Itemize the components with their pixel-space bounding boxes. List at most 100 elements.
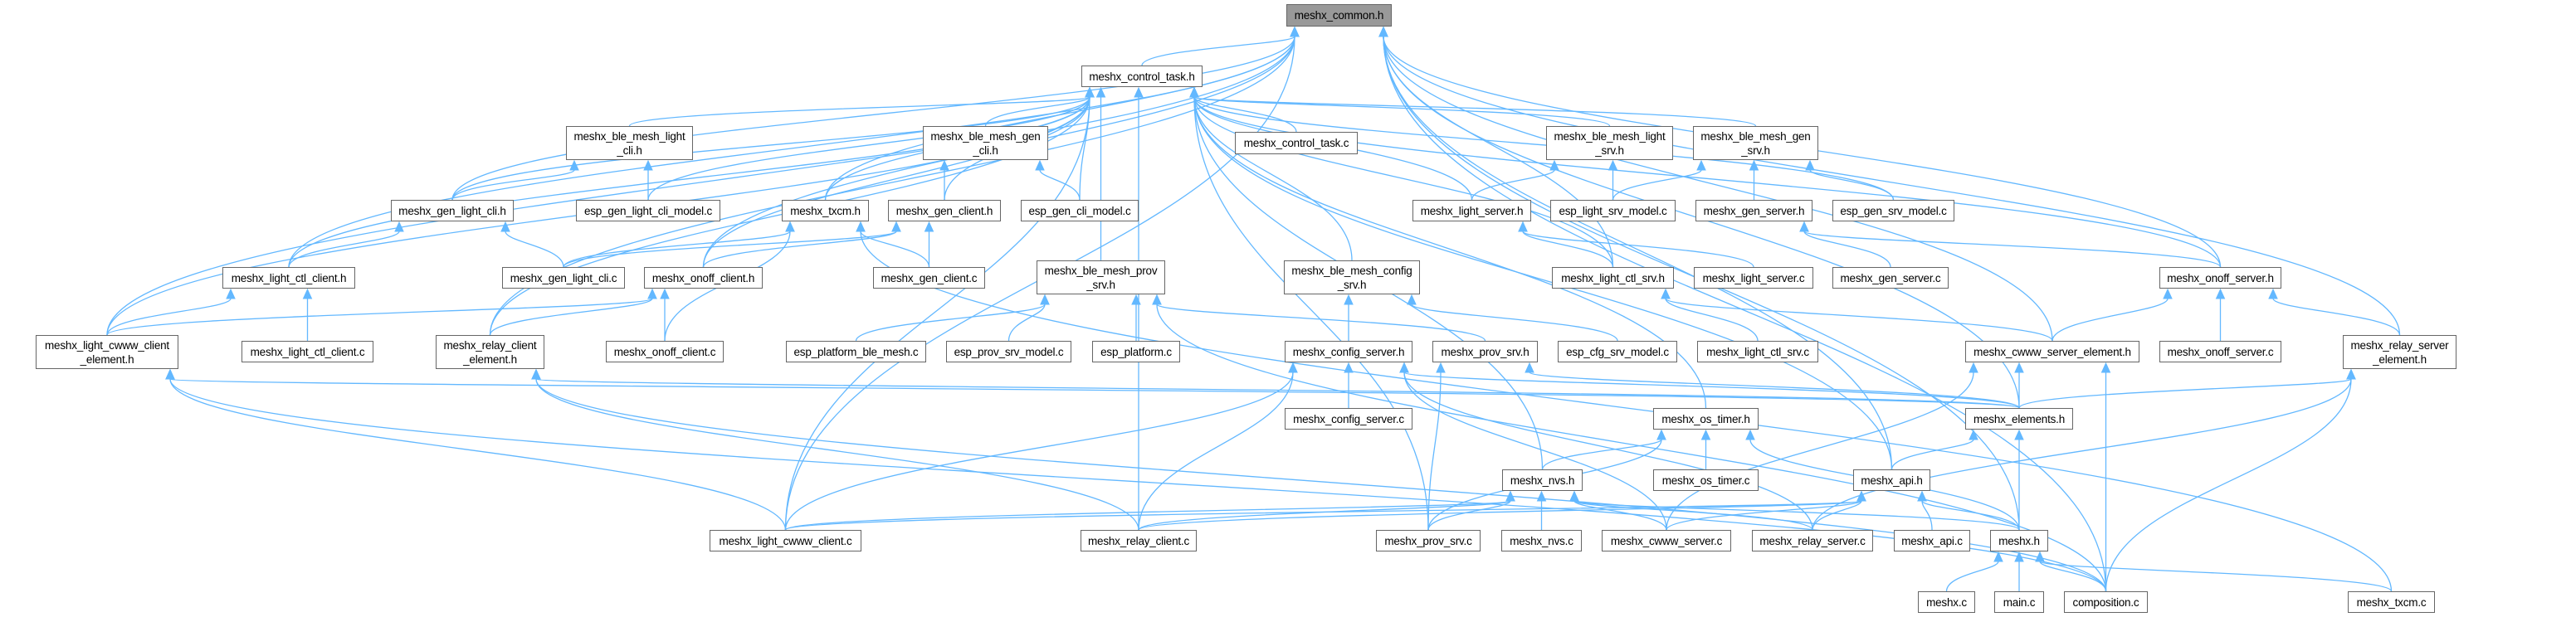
edge-arrowhead (891, 221, 901, 232)
edge (489, 298, 653, 336)
node-prov-srv-h[interactable]: meshx_prov_srv.h (1432, 341, 1538, 362)
edge (1193, 96, 1895, 201)
node-light-server-c[interactable]: meshx_light_server.c (1694, 267, 1813, 289)
node-cwww-server-element-h[interactable]: meshx_cwww_server_element.h (1965, 341, 2139, 362)
node-light-ctl-srv-h[interactable]: meshx_light_ctl_srv.h (1552, 267, 1674, 289)
node-relay-server-c[interactable]: meshx_relay_server.c (1752, 530, 1873, 551)
node-config-server-c[interactable]: meshx_config_server.c (1285, 408, 1412, 430)
node-label: main.c (2003, 595, 2036, 609)
node-light-ctl-client-c[interactable]: meshx_light_ctl_client.c (242, 341, 373, 362)
node-ble-mesh-light-srv-h[interactable]: meshx_ble_mesh_light_srv.h (1546, 126, 1673, 160)
node-ble-mesh-prov-srv-h[interactable]: meshx_ble_mesh_prov_srv.h (1037, 260, 1165, 294)
node-label: meshx_cwww_server_element.h (1973, 345, 2131, 358)
edge (1666, 372, 1974, 531)
node-esp-platform-c[interactable]: esp_platform.c (1092, 341, 1180, 362)
node-prov-srv-c[interactable]: meshx_prov_srv.c (1376, 530, 1481, 551)
edge-arrowhead (924, 221, 934, 232)
node-label: meshx_light_ctl_srv.c (1706, 345, 1809, 358)
node-esp-cfg-srv-model-c[interactable]: esp_cfg_srv_model.c (1558, 341, 1677, 362)
edge-arrowhead (2035, 551, 2045, 562)
node-label: meshx_ble_mesh_light (573, 129, 685, 143)
node-meshx-c[interactable]: meshx.c (1918, 591, 1975, 613)
node-label: meshx_cwww_server.c (1610, 534, 1723, 547)
node-esp-gen-light-cli-model-c[interactable]: esp_gen_light_cli_model.c (576, 200, 720, 221)
node-esp-gen-srv-model-c[interactable]: esp_gen_srv_model.c (1832, 200, 1954, 221)
edge-arrowhead (1536, 490, 1547, 502)
edge-arrowhead (1518, 221, 1528, 232)
node-esp-light-srv-model-c[interactable]: esp_light_srv_model.c (1550, 200, 1676, 221)
node-ble-mesh-gen-srv-h[interactable]: meshx_ble_mesh_gen_srv.h (1693, 126, 1818, 160)
edge-arrowhead (1189, 86, 1199, 98)
edge-arrowhead (302, 288, 313, 299)
node-gen-server-h[interactable]: meshx_gen_server.h (1695, 200, 1812, 221)
edge (451, 36, 1295, 201)
node-config-server-h[interactable]: meshx_config_server.h (1285, 341, 1412, 362)
node-relay-client-c[interactable]: meshx_relay_client.c (1081, 530, 1197, 551)
node-light-ctl-client-h[interactable]: meshx_light_ctl_client.h (222, 267, 355, 289)
node-label: meshx_prov_srv.h (1441, 345, 1530, 358)
node-api-c[interactable]: meshx_api.c (1894, 530, 1970, 551)
edge (1573, 500, 2020, 531)
edge-arrowhead (1799, 221, 1809, 232)
node-txcm-c[interactable]: meshx_txcm.c (2348, 591, 2435, 613)
node-esp-prov-srv-model-c[interactable]: esp_prov_srv_model.c (946, 341, 1071, 362)
node-label: meshx_ble_mesh_light (1554, 129, 1666, 143)
edge (1803, 231, 2222, 268)
node-control-task-c[interactable]: meshx_control_task.c (1235, 132, 1358, 154)
node-label: meshx_config_server.c (1293, 412, 1404, 425)
node-label: meshx_gen_server.c (1840, 271, 1941, 284)
node-light-cwww-client-c[interactable]: meshx_light_cwww_client.c (710, 530, 861, 551)
node-gen-client-h[interactable]: meshx_gen_client.h (888, 200, 1001, 221)
node-onoff-client-h[interactable]: meshx_onoff_client.h (644, 267, 763, 289)
node-relay-client-element-h[interactable]: meshx_relay_client_element.h (436, 335, 544, 369)
node-txcm-h[interactable]: meshx_txcm.h (782, 200, 869, 221)
node-meshx-h[interactable]: meshx.h (1990, 530, 2048, 551)
node-onoff-server-h[interactable]: meshx_onoff_server.h (2159, 267, 2281, 289)
node-cwww-server-c[interactable]: meshx_cwww_server.c (1602, 530, 1731, 551)
node-ble-mesh-gen-cli-h[interactable]: meshx_ble_mesh_gen_cli.h (923, 126, 1048, 160)
edge-arrowhead (1288, 362, 1298, 373)
node-light-ctl-srv-c[interactable]: meshx_light_ctl_srv.c (1697, 341, 1818, 362)
edge-arrowhead (1745, 429, 1755, 440)
edge (1403, 372, 1667, 531)
node-common-h[interactable]: meshx_common.h (1286, 4, 1392, 27)
node-gen-light-cli-c[interactable]: meshx_gen_light_cli.c (502, 267, 625, 289)
edge (628, 96, 1090, 127)
node-gen-client-c[interactable]: meshx_gen_client.c (873, 267, 985, 289)
node-esp-platform-ble-mesh-c[interactable]: esp_platform_ble_mesh.c (786, 341, 926, 362)
node-main-c[interactable]: main.c (1994, 591, 2044, 613)
node-elements-h[interactable]: meshx_elements.h (1965, 408, 2073, 430)
node-control-task-h[interactable]: meshx_control_task.h (1081, 66, 1203, 87)
node-nvs-h[interactable]: meshx_nvs.h (1502, 469, 1583, 491)
edge (1427, 500, 1511, 531)
node-api-h[interactable]: meshx_api.h (1853, 469, 1930, 491)
node-os-timer-c[interactable]: meshx_os_timer.c (1653, 469, 1759, 491)
edge (169, 378, 787, 531)
edge (984, 96, 1090, 127)
node-gen-light-cli-h[interactable]: meshx_gen_light_cli.h (391, 200, 514, 221)
node-ble-mesh-config-srv-h[interactable]: meshx_ble_mesh_config_srv.h (1284, 260, 1420, 294)
edge (563, 231, 897, 268)
node-composition-c[interactable]: composition.c (2064, 591, 2148, 613)
node-ble-mesh-light-cli-h[interactable]: meshx_ble_mesh_light_cli.h (566, 126, 693, 160)
edge (860, 231, 2393, 592)
node-label: meshx_light_cwww_client.c (719, 534, 852, 547)
node-relay-server-element-h[interactable]: meshx_relay_server_element.h (2343, 335, 2456, 369)
node-onoff-client-c[interactable]: meshx_onoff_client.c (606, 341, 724, 362)
edge (1612, 169, 1702, 201)
node-esp-gen-cli-model-c[interactable]: esp_gen_cli_model.c (1021, 200, 1139, 221)
node-nvs-c[interactable]: meshx_nvs.c (1501, 530, 1582, 551)
edge-arrowhead (226, 288, 236, 299)
node-light-server-h[interactable]: meshx_light_server.h (1412, 200, 1531, 221)
node-label: meshx_txcm.c (2356, 595, 2427, 609)
node-label: meshx_relay_client.c (1087, 534, 1190, 547)
node-gen-server-c[interactable]: meshx_gen_server.c (1832, 267, 1949, 289)
edge-arrowhead (1085, 86, 1095, 98)
node-os-timer-h[interactable]: meshx_os_timer.h (1653, 408, 1759, 430)
node-cwww-client-element-h[interactable]: meshx_light_cwww_client_element.h (36, 335, 178, 369)
edge (2052, 298, 2169, 342)
node-label: meshx_light_server.c (1702, 271, 1805, 284)
node-label: meshx_light_ctl_client.h (231, 271, 347, 284)
node-onoff-server-c[interactable]: meshx_onoff_server.c (2159, 341, 2281, 362)
